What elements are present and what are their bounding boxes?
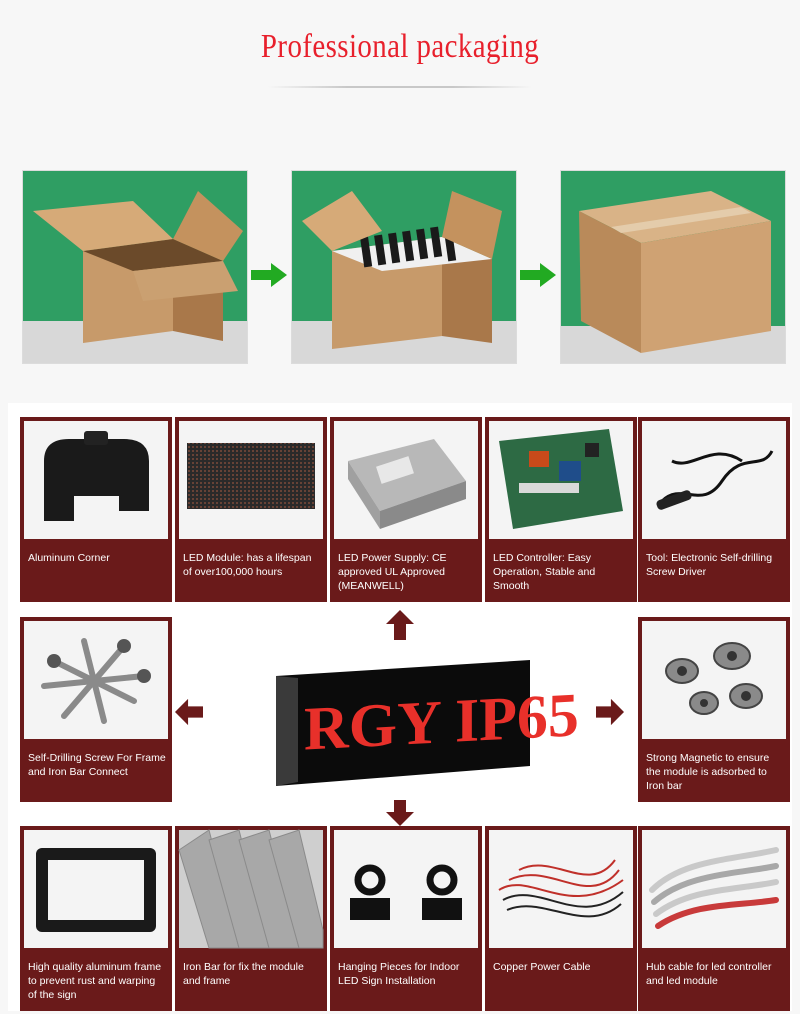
led-module-image xyxy=(179,421,323,539)
power-supply-image xyxy=(334,421,478,539)
component-caption: LED Power Supply: CE approved UL Approve… xyxy=(338,552,447,592)
component-caption: Copper Power Cable xyxy=(493,961,591,973)
component-card-hanging-pieces: Hanging Pieces for Indoor LED Sign Insta… xyxy=(330,826,482,1011)
component-caption: Self-Drilling Screw For Frame and Iron B… xyxy=(28,752,166,778)
hub-cable-image xyxy=(642,830,786,948)
component-card-power-supply: LED Power Supply: CE approved UL Approve… xyxy=(330,417,482,602)
title-divider xyxy=(268,86,532,88)
sealed-box-image xyxy=(561,171,785,363)
component-image xyxy=(24,421,168,539)
box-with-modules-image xyxy=(292,171,516,363)
component-card-hub-cable: Hub cable for led controller and led mod… xyxy=(638,826,790,1011)
component-caption: High quality aluminum frame to prevent r… xyxy=(28,961,162,1001)
component-caption: Tool: Electronic Self-drilling Screw Dri… xyxy=(646,552,773,578)
component-card-self-drilling-screw: Self-Drilling Screw For Frame and Iron B… xyxy=(20,617,172,802)
component-image xyxy=(178,829,324,949)
component-caption: Aluminum Corner xyxy=(28,552,110,564)
component-caption: LED Module: has a lifespan of over100,00… xyxy=(183,552,312,578)
photo-box-with-modules xyxy=(291,170,517,364)
component-image xyxy=(334,830,478,948)
aluminum-corner-image xyxy=(24,421,168,539)
led-sign-image: RGY IP65 xyxy=(258,648,579,798)
component-image xyxy=(334,421,478,539)
component-caption: Hanging Pieces for Indoor LED Sign Insta… xyxy=(338,961,460,987)
component-image xyxy=(642,621,786,739)
component-card-aluminum-frame: High quality aluminum frame to prevent r… xyxy=(20,826,172,1011)
copper-cable-image xyxy=(489,830,633,948)
screw-driver-image xyxy=(642,421,786,539)
next-step-arrow-icon xyxy=(520,263,556,287)
component-card-led-controller: LED Controller: Easy Operation, Stable a… xyxy=(485,417,637,602)
aluminum-frame-image xyxy=(24,830,168,948)
magnet-image xyxy=(642,621,786,739)
next-step-arrow-icon xyxy=(251,263,287,287)
component-caption: LED Controller: Easy Operation, Stable a… xyxy=(493,552,596,592)
component-caption: Iron Bar for fix the module and frame xyxy=(183,961,304,987)
photo-sealed-box xyxy=(560,170,786,364)
sign-text: RGY IP65 xyxy=(304,681,579,763)
arrow-down-icon xyxy=(386,800,414,826)
photo-open-box xyxy=(22,170,248,364)
component-card-strong-magnetic: Strong Magnetic to ensure the module is … xyxy=(638,617,790,802)
led-controller-image xyxy=(489,421,633,539)
component-card-iron-bar: Iron Bar for fix the module and frame xyxy=(175,826,327,1011)
open-box-image xyxy=(23,171,247,363)
arrow-up-icon xyxy=(386,610,414,640)
page-title: Professional packaging xyxy=(260,28,540,65)
component-image xyxy=(642,830,786,948)
arrow-left-icon xyxy=(175,698,203,726)
component-caption: Strong Magnetic to ensure the module is … xyxy=(646,752,770,792)
component-image xyxy=(642,421,786,539)
hanging-pieces-image xyxy=(334,830,478,948)
iron-bar-image xyxy=(178,829,324,949)
component-image xyxy=(24,621,168,739)
component-image xyxy=(24,830,168,948)
component-caption: Hub cable for led controller and led mod… xyxy=(646,961,772,987)
component-image xyxy=(179,421,323,539)
component-card-copper-power-cable: Copper Power Cable xyxy=(485,826,637,1011)
component-card-led-module: LED Module: has a lifespan of over100,00… xyxy=(175,417,327,602)
component-image xyxy=(489,421,633,539)
component-card-screw-driver: Tool: Electronic Self-drilling Screw Dri… xyxy=(638,417,790,602)
led-sign-display: RGY IP65 xyxy=(258,648,579,798)
arrow-right-icon xyxy=(596,698,624,726)
self-drilling-screw-image xyxy=(24,621,168,739)
component-image xyxy=(489,830,633,948)
component-card-aluminum-corner: Aluminum Corner xyxy=(20,417,172,602)
